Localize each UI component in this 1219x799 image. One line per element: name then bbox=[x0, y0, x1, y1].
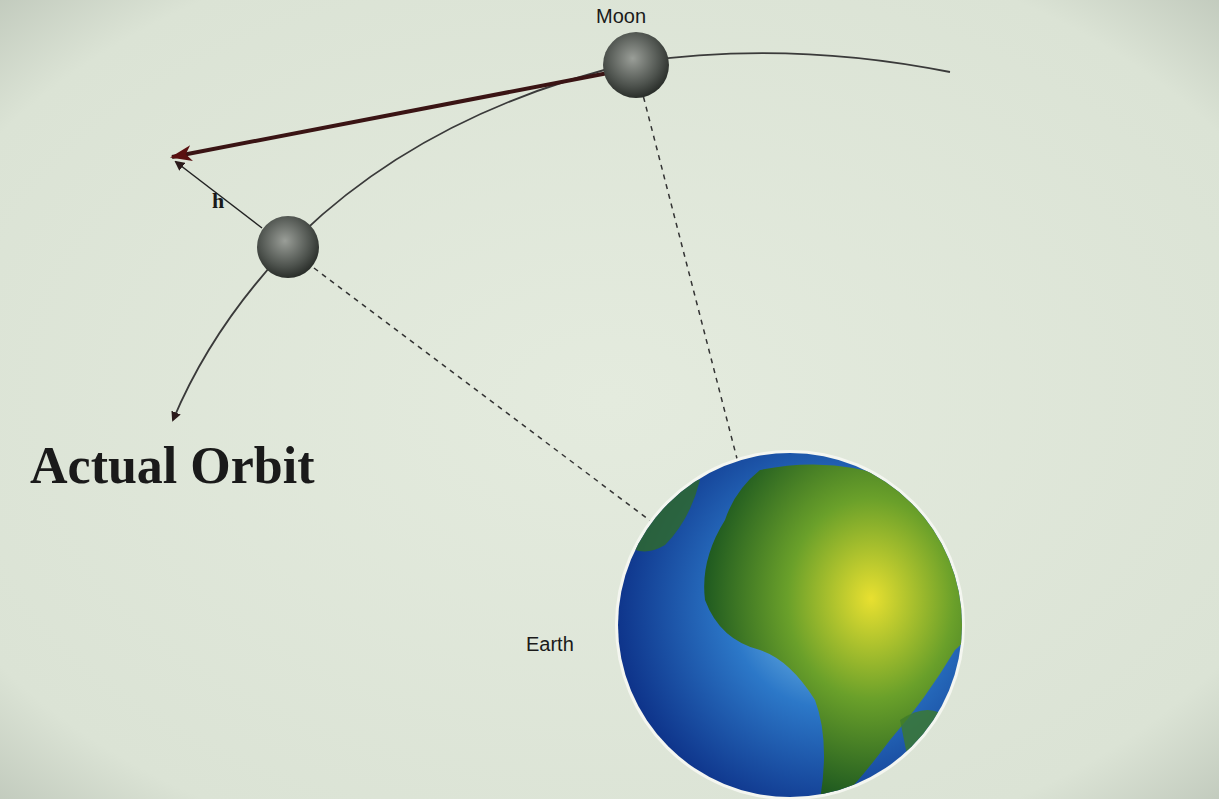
distance-label: h bbox=[212, 190, 224, 212]
body-label: Earth bbox=[526, 634, 574, 654]
orbit-title: Actual Orbit bbox=[30, 440, 315, 492]
body-label: Moon bbox=[596, 6, 646, 26]
